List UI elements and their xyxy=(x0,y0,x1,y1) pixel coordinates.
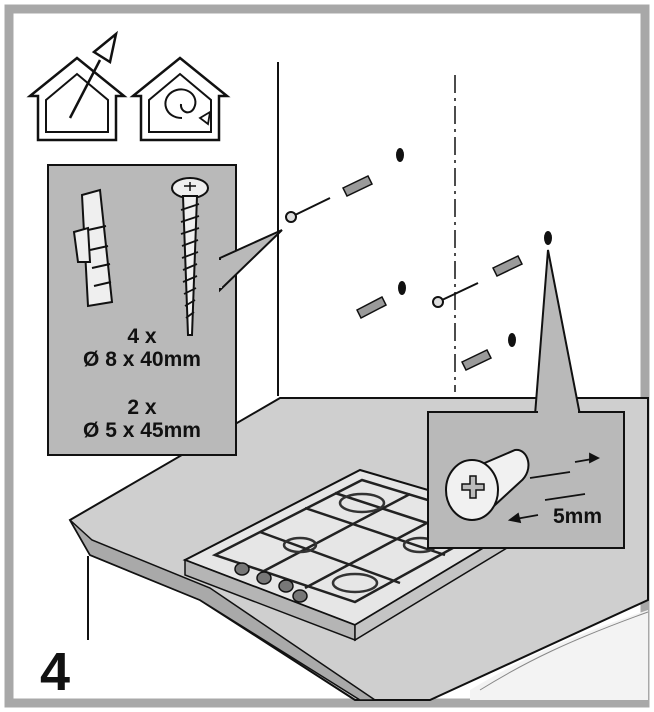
plug-size: Ø 8 x 40mm xyxy=(83,348,201,371)
wall-plug-callout-panel xyxy=(47,164,283,456)
screw-clearance-callout-panel xyxy=(427,249,625,549)
screw-size: Ø 5 x 45mm xyxy=(83,419,201,442)
clearance-label: 5mm xyxy=(553,505,603,528)
screw-icon xyxy=(171,177,209,336)
house-ducted-extraction-icon xyxy=(26,30,128,142)
wall-plugs xyxy=(341,175,524,371)
step-number: 4 xyxy=(40,642,71,702)
screw-head-detail-icon xyxy=(445,448,530,521)
wall-screws xyxy=(285,197,479,308)
plug-quantity: 4 x xyxy=(127,325,157,348)
wall-plug-icon xyxy=(72,188,114,308)
diagram-frame xyxy=(4,4,650,708)
house-recirculation-icon xyxy=(129,56,231,142)
drill-holes xyxy=(396,148,552,347)
screw-quantity: 2 x xyxy=(127,396,157,419)
clearance-dimension-arrows xyxy=(507,452,601,524)
